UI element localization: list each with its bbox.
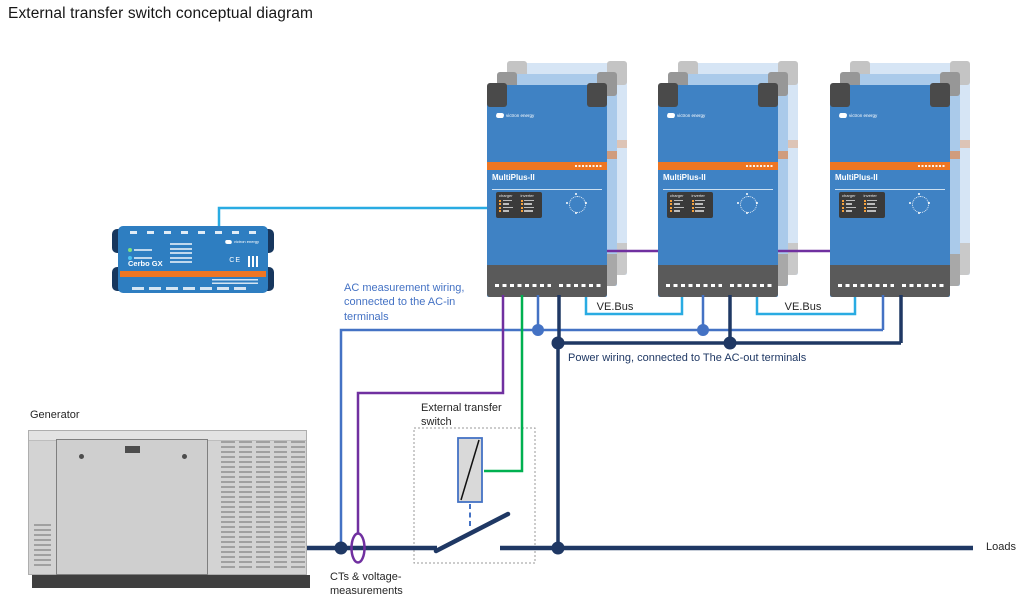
mounting-bracket bbox=[487, 83, 507, 107]
page-title: External transfer switch conceptual diag… bbox=[8, 5, 313, 22]
qr-code bbox=[248, 256, 259, 267]
orange-stripe bbox=[658, 162, 778, 170]
victron-logo-icon bbox=[224, 239, 234, 244]
cerbo-gx-device: victron energy Cerbo GX CE bbox=[112, 226, 274, 296]
terminal-band bbox=[487, 265, 607, 297]
vent-grille bbox=[221, 441, 305, 569]
multiplus-unit-2: victron energy MultiPlus-II charger inve… bbox=[658, 61, 798, 299]
generator-base bbox=[32, 575, 310, 588]
ac-measurement-label: AC measurement wiring, connected to the … bbox=[344, 282, 465, 323]
status-led-green bbox=[128, 248, 132, 252]
external-transfer-switch-label: External transfer switch bbox=[421, 402, 502, 429]
junction-dot-navy bbox=[551, 541, 565, 555]
mounting-bracket bbox=[930, 83, 950, 107]
orange-stripe bbox=[830, 162, 950, 170]
charger-header: charger bbox=[499, 193, 513, 198]
led-panel: charger inverter bbox=[839, 192, 885, 218]
rotary-dial bbox=[908, 193, 932, 217]
ce-mark: CE bbox=[229, 257, 241, 264]
relay-symbol bbox=[457, 437, 483, 503]
mounting-bracket bbox=[758, 83, 778, 107]
inverter-header: inverter bbox=[863, 193, 877, 198]
inverter-header: inverter bbox=[691, 193, 705, 198]
orange-stripe bbox=[487, 162, 607, 170]
charger-header: charger bbox=[842, 193, 856, 198]
product-name: MultiPlus-II bbox=[492, 173, 535, 182]
relay-control-wire bbox=[484, 295, 524, 473]
bolt bbox=[182, 454, 187, 459]
victron-logo-icon bbox=[666, 113, 676, 118]
mounting-bracket bbox=[658, 83, 678, 107]
cts-label: CTs & voltage- measurements bbox=[330, 571, 403, 598]
junction-dot-blue bbox=[532, 324, 544, 336]
charger-header: charger bbox=[670, 193, 684, 198]
product-name: Cerbo GX bbox=[128, 259, 163, 268]
inverter-header: inverter bbox=[520, 193, 534, 198]
mounting-bracket bbox=[587, 83, 607, 107]
status-led-blue bbox=[128, 256, 132, 260]
mounting-bracket bbox=[830, 83, 850, 107]
junction-dot-navy bbox=[551, 336, 565, 350]
victron-logo: victron energy bbox=[224, 239, 259, 244]
door-handle bbox=[125, 446, 140, 453]
power-wire-bus bbox=[556, 295, 903, 548]
multiplus-unit-3: victron energy MultiPlus-II charger inve… bbox=[830, 61, 970, 299]
generator-body bbox=[28, 430, 307, 575]
transfer-switch-enclosure bbox=[413, 427, 536, 564]
power-wiring-label: Power wiring, connected to The AC-out te… bbox=[568, 352, 807, 364]
victron-logo-icon bbox=[495, 113, 505, 118]
junction-dot-blue bbox=[697, 324, 709, 336]
victron-logo: victron energy bbox=[838, 113, 877, 118]
junction-dot-navy bbox=[723, 336, 737, 350]
ct-coil bbox=[350, 532, 366, 564]
loads-label: Loads bbox=[986, 541, 1016, 553]
junction-dot-navy bbox=[334, 541, 348, 555]
vebus-label-1: VE.Bus bbox=[596, 301, 634, 313]
product-name: MultiPlus-II bbox=[835, 173, 878, 182]
led-panel: charger inverter bbox=[496, 192, 542, 218]
vebus-label-2: VE.Bus bbox=[784, 301, 822, 313]
orange-stripe bbox=[120, 271, 266, 277]
victron-logo: victron energy bbox=[666, 113, 705, 118]
cerbo-body: victron energy Cerbo GX CE bbox=[118, 226, 268, 293]
terminal-band bbox=[830, 265, 950, 297]
multiplus-body: victron energy MultiPlus-II charger inve… bbox=[658, 83, 778, 297]
terminal-band bbox=[658, 265, 778, 297]
bolt bbox=[79, 454, 84, 459]
victron-logo: victron energy bbox=[495, 113, 534, 118]
relay-diagonal bbox=[460, 439, 480, 501]
generator-label: Generator bbox=[30, 409, 80, 421]
rotary-dial bbox=[736, 193, 760, 217]
product-name: MultiPlus-II bbox=[663, 173, 706, 182]
switch-blade bbox=[433, 511, 511, 554]
multiplus-unit-1: victron energy MultiPlus-II charger inve… bbox=[487, 61, 627, 299]
generator-door bbox=[56, 439, 208, 575]
multiplus-body: victron energy MultiPlus-II charger inve… bbox=[830, 83, 950, 297]
led-panel: charger inverter bbox=[667, 192, 713, 218]
generator-device bbox=[28, 430, 310, 590]
vent-grille-small bbox=[34, 524, 51, 569]
victron-logo-icon bbox=[838, 113, 848, 118]
multiplus-body: victron energy MultiPlus-II charger inve… bbox=[487, 83, 607, 297]
rotary-dial bbox=[565, 193, 589, 217]
